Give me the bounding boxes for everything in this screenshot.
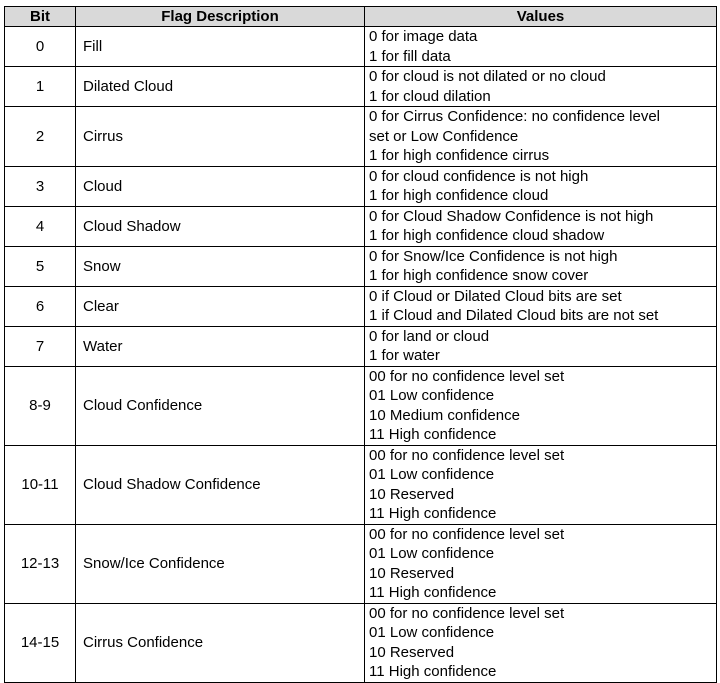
values-cell: 0 for cloud confidence is not high 1 for … [364, 165, 717, 207]
values-cell: 00 for no confidence level set 01 Low con… [364, 444, 717, 525]
value-line: 0 for cloud is not dilated or no cloud [369, 68, 606, 85]
values-cell: 0 for Snow/Ice Confidence is not high 1 f… [364, 245, 717, 287]
header-row: Bit Flag Description Values [4, 6, 717, 27]
flag-description-cell: Cloud Shadow Confidence [75, 444, 365, 525]
flag-description-cell: Clear [75, 285, 365, 327]
header-bit: Bit [4, 6, 76, 27]
value-line: 01 Low confidence [369, 624, 495, 641]
bit-cell: 12-13 [4, 523, 76, 604]
bit-cell: 14-15 [4, 602, 76, 683]
table-header: Bit Flag Description Values [4, 6, 717, 27]
value-line: 1 for cloud dilation [369, 87, 491, 105]
value-line: 00 for no confidence level set [369, 525, 565, 543]
values-cell: 00 for no confidence level set 01 Low con… [364, 602, 717, 683]
value-line: 11 High confidence [369, 584, 497, 601]
flag-description-cell: Cloud [75, 165, 365, 207]
bit-cell: 4 [4, 205, 76, 247]
flag-description-cell: Cloud Confidence [75, 365, 365, 446]
value-line: 00 for no confidence level set [369, 604, 565, 622]
value-line: 0 for Snow/Ice Confidence is not high [369, 247, 618, 265]
flag-description-cell: Water [75, 325, 365, 367]
value-line: 1 if Cloud and Dilated Cloud bits are no… [369, 307, 659, 324]
values-cell: 0 for Cirrus Confidence: no confidence l… [364, 106, 717, 167]
bit-cell: 10-11 [4, 444, 76, 525]
value-line: 00 for no confidence level set [369, 446, 565, 464]
value-line: 11 High confidence [369, 505, 497, 522]
value-line: 0 if Cloud or Dilated Cloud bits are set [369, 287, 622, 305]
flag-description-cell: Cirrus Confidence [75, 602, 365, 683]
value-line: 0 for image data [369, 28, 478, 45]
value-line: 10 Reserved [369, 564, 455, 582]
value-line: 11 High confidence [369, 426, 497, 443]
value-line: 01 Low confidence [369, 466, 495, 483]
flag-description-cell: Dilated Cloud [75, 66, 365, 107]
value-line: 1 for high confidence snow cover [369, 267, 589, 284]
bit-cell: 3 [4, 165, 76, 207]
values-cell: 0 for image data 1 for fill data [364, 26, 717, 67]
values-cell: 00 for no confidence level set 01 Low con… [364, 365, 717, 446]
flag-description-cell: Snow/Ice Confidence [75, 523, 365, 604]
values-cell: 0 if Cloud or Dilated Cloud bits are set… [364, 285, 717, 327]
bit-cell: 6 [4, 285, 76, 327]
value-line: 1 for fill data [369, 47, 451, 65]
value-line: set or Low Confidence [369, 127, 519, 145]
value-line: 0 for Cirrus Confidence: no confidence l… [369, 108, 660, 125]
value-line: 1 for high confidence cloud [369, 187, 549, 204]
value-line: 01 Low confidence [369, 545, 495, 562]
bit-cell: 8-9 [4, 365, 76, 446]
value-line: 0 for land or cloud [369, 327, 490, 345]
flag-description-cell: Fill [75, 26, 365, 67]
value-line: 1 for high confidence cloud shadow [369, 227, 605, 244]
bit-cell: 7 [4, 325, 76, 367]
value-line: 0 for cloud confidence is not high [369, 167, 589, 185]
value-line: 10 Medium confidence [369, 406, 520, 424]
flag-description-cell: Snow [75, 245, 365, 287]
value-line: 0 for Cloud Shadow Confidence is not hig… [369, 207, 654, 225]
header-flag-description: Flag Description [75, 6, 365, 27]
values-cell: 00 for no confidence level set 01 Low con… [364, 523, 717, 604]
value-line: 11 High confidence [369, 663, 497, 680]
values-cell: 0 for cloud is not dilated or no cloud 1 … [364, 66, 717, 107]
value-line: 00 for no confidence level set [369, 367, 565, 385]
value-line: 01 Low confidence [369, 387, 495, 404]
header-values: Values [364, 6, 717, 27]
value-line: 10 Reserved [369, 643, 455, 661]
value-line: 1 for high confidence cirrus [369, 147, 550, 164]
value-line: 1 for water [369, 347, 440, 364]
bit-cell: 0 [4, 26, 76, 67]
values-cell: 0 for land or cloud 1 for water [364, 325, 717, 367]
values-cell: 0 for Cloud Shadow Confidence is not hig… [364, 205, 717, 247]
flag-description-cell: Cirrus [75, 106, 365, 167]
bit-cell: 1 [4, 66, 76, 107]
value-line: 10 Reserved [369, 485, 455, 503]
flag-description-cell: Cloud Shadow [75, 205, 365, 247]
bit-cell: 5 [4, 245, 76, 287]
bit-cell: 2 [4, 106, 76, 167]
